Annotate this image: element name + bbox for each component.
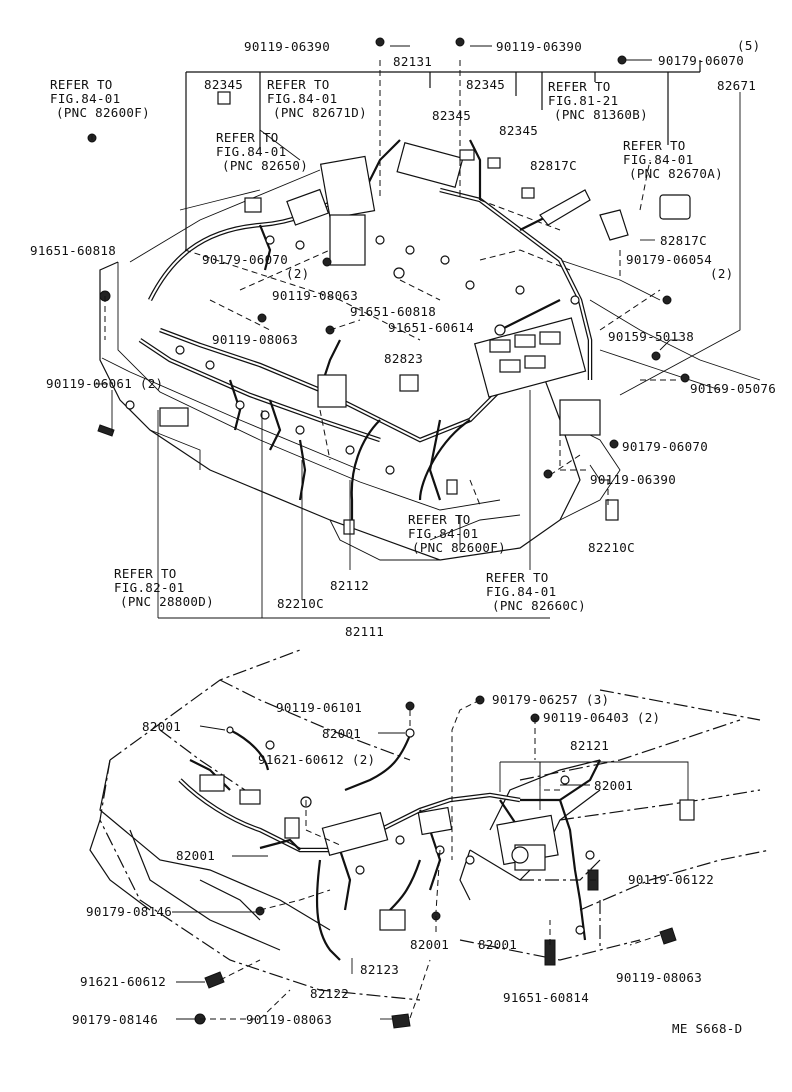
label-fig: FIG.84-01: [408, 526, 478, 541]
label-fig: FIG.81-21: [548, 93, 618, 108]
label-pnc-28800d: (PNC 28800D): [120, 594, 214, 609]
label-82131: 82131: [393, 54, 432, 69]
upper-components: [87, 37, 691, 535]
label-82345-a: 82345: [204, 77, 243, 92]
label-90119-08063-c: 90119-08063: [616, 970, 702, 985]
label-pnc-82650: (PNC 82650): [222, 158, 308, 173]
label-refer-to: REFER TO: [486, 570, 549, 585]
lower-leader-lines: [172, 699, 689, 1020]
label-91621-60612: 91621-60612: [80, 974, 166, 989]
label-qty-2-b: (2): [710, 266, 733, 281]
upper-leader-lines: [91, 45, 741, 619]
label-90119-08063-a: 90119-08063: [272, 288, 358, 303]
label-pnc-82600f-b: (PNC 82600F): [412, 540, 506, 555]
label-refer-to: REFER TO: [267, 77, 330, 92]
label-90119-06390-r: 90119-06390: [590, 472, 676, 487]
label-82817c-a: 82817C: [530, 158, 577, 173]
label-refer-to: REFER TO: [408, 512, 471, 527]
label-refer-to: REFER TO: [548, 79, 611, 94]
label-90159-50138: 90159-50138: [608, 329, 694, 344]
label-refer-to: REFER TO: [114, 566, 177, 581]
label-91651-60814: 91651-60814: [503, 990, 589, 1005]
label-90119-06390-b: 90119-06390: [496, 39, 582, 54]
label-90119-06061: 90119-06061 (2): [46, 376, 163, 391]
label-82345-b: 82345: [466, 77, 505, 92]
label-91651-60818-l: 91651-60818: [30, 243, 116, 258]
label-90179-06070-top: 90179-06070: [658, 53, 744, 68]
label-refer-to: REFER TO: [216, 130, 279, 145]
label-90179-06070-mid: 90179-06070: [202, 252, 288, 267]
label-82823: 82823: [384, 351, 423, 366]
label-pnc-81360b: (PNC 81360B): [554, 107, 648, 122]
label-82123: 82123: [360, 962, 399, 977]
label-fig: FIG.84-01: [50, 91, 120, 106]
lower-wire-harness: [178, 729, 601, 961]
label-91651-60818-c: 91651-60818: [350, 304, 436, 319]
label-pnc-82660c: (PNC 82660C): [492, 598, 586, 613]
lower-components: [194, 695, 695, 1029]
lower-labels: 90179-06257 (3) 90119-06101 90119-06403 …: [72, 692, 742, 1036]
label-fig: FIG.84-01: [486, 584, 556, 599]
label-90119-06403: 90119-06403 (2): [543, 710, 660, 725]
label-qty-2-a: (2): [286, 266, 309, 281]
label-91651-60614: 91651-60614: [388, 320, 474, 335]
label-90119-08063-b: 90119-08063: [212, 332, 298, 347]
label-82121: 82121: [570, 738, 609, 753]
label-fig: FIG.84-01: [216, 144, 286, 159]
label-82001-f: 82001: [478, 937, 517, 952]
upper-labels: 90119-06390 90119-06390 82131 (5) 90179-…: [30, 38, 776, 639]
label-90179-08146-b: 90179-08146: [72, 1012, 158, 1027]
label-90119-06390-a: 90119-06390: [244, 39, 330, 54]
upper-body-outline: [99, 169, 761, 561]
label-90179-08146-a: 90179-08146: [86, 904, 172, 919]
label-pnc-82600f: (PNC 82600F): [56, 105, 150, 120]
label-90179-06257: 90179-06257 (3): [492, 692, 609, 707]
label-fig: FIG.84-01: [623, 152, 693, 167]
label-82345-c: 82345: [432, 108, 471, 123]
label-82111: 82111: [345, 624, 384, 639]
label-fig: FIG.82-01: [114, 580, 184, 595]
label-pnc-82671d: (PNC 82671D): [273, 105, 367, 120]
label-82001-a: 82001: [142, 719, 181, 734]
label-qty-5: (5): [737, 38, 760, 53]
label-90179-06070-r: 90179-06070: [622, 439, 708, 454]
label-82210c-r: 82210C: [588, 540, 635, 555]
label-refer-to: REFER TO: [623, 138, 686, 153]
label-fig: FIG.84-01: [267, 91, 337, 106]
label-pnc-82670a: (PNC 82670A): [629, 166, 723, 181]
label-82001-e: 82001: [410, 937, 449, 952]
label-82112: 82112: [330, 578, 369, 593]
label-90119-06101: 90119-06101: [276, 700, 362, 715]
label-refer-to: REFER TO: [50, 77, 113, 92]
label-90169-05076: 90169-05076: [690, 381, 776, 396]
label-82210c-m: 82210C: [277, 596, 324, 611]
label-91621-60612-2: 91621-60612 (2): [258, 752, 375, 767]
lower-body-outline: [89, 649, 771, 1001]
label-82671: 82671: [717, 78, 756, 93]
label-82001-c: 82001: [594, 778, 633, 793]
label-82001-d: 82001: [176, 848, 215, 863]
label-82345-d: 82345: [499, 123, 538, 138]
label-drawing-code: ME S668-D: [672, 1021, 742, 1036]
label-90179-06054: 90179-06054: [626, 252, 712, 267]
label-82001-b: 82001: [322, 726, 361, 741]
label-82817c-b: 82817C: [660, 233, 707, 248]
label-90119-08063-d: 90119-08063: [246, 1012, 332, 1027]
label-90119-06122: 90119-06122: [628, 872, 714, 887]
label-82122: 82122: [310, 986, 349, 1001]
